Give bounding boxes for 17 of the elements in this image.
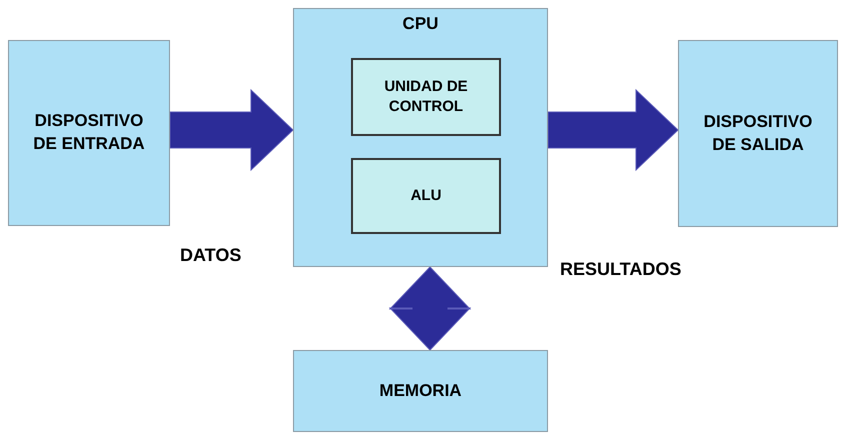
- flow-label: DATOS: [180, 244, 242, 267]
- unit-box: [351, 58, 501, 136]
- box-label: CPU: [402, 13, 438, 35]
- flow-label: RESULTADOS: [560, 258, 682, 281]
- component-box: [293, 350, 548, 432]
- box-label: MEMORIA: [379, 380, 462, 402]
- component-box: [293, 8, 548, 267]
- block-arrow: [170, 88, 294, 172]
- block-arrow: [548, 88, 679, 172]
- box-label: DISPOSITIVO DE ENTRADA: [32, 110, 146, 155]
- component-box: [678, 40, 838, 227]
- component-box: [8, 40, 170, 226]
- box-label: ALU: [410, 186, 442, 206]
- block-arrow: [388, 266, 472, 351]
- box-label: DISPOSITIVO DE SALIDA: [702, 110, 814, 156]
- box-label: UNIDAD DE CONTROL: [383, 76, 469, 117]
- unit-box: [351, 158, 501, 234]
